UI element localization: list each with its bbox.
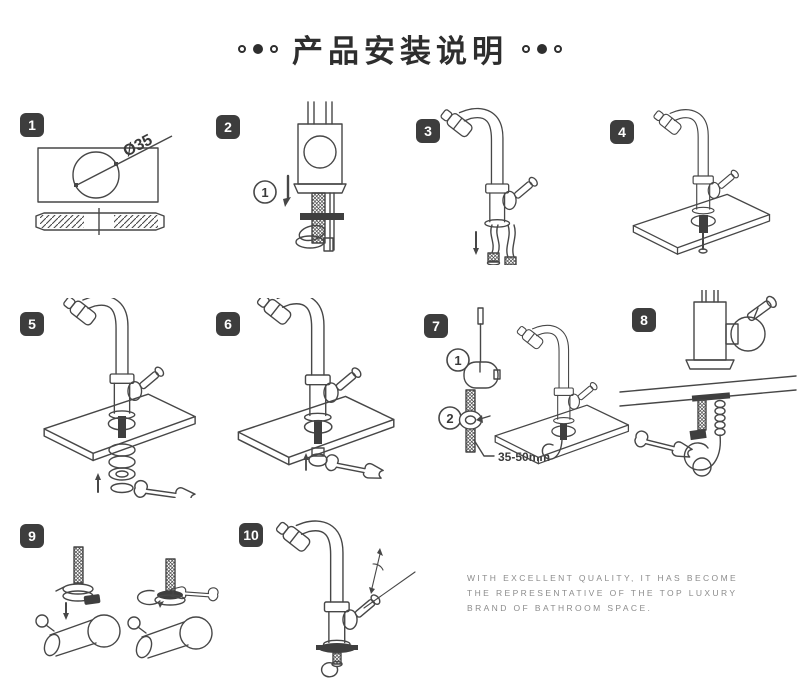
step-9-diagram-angle-valve — [35, 546, 219, 659]
footer-line-1: WITH EXCELLENT QUALITY, IT HAS BECOME — [467, 573, 739, 583]
step-7-badge: 7 — [424, 314, 448, 338]
step-1-diagram-hole-drilling: Ø35 — [35, 132, 173, 235]
footer-tagline: WITH EXCELLENT QUALITY, IT HAS BECOME TH… — [467, 571, 738, 616]
step-3-diagram-faucet-hoses — [438, 106, 540, 265]
decorative-dots-left — [238, 43, 278, 54]
dot-filled-icon — [537, 43, 547, 54]
step-7-diagram-hose-weight: 1 2 35-50mm — [438, 307, 630, 465]
part-1-marker-label: 1 — [261, 185, 268, 200]
step-2-badge: 2 — [216, 115, 240, 139]
step-10-badge: 10 — [239, 523, 263, 547]
step-5-diagram-fixing-hardware — [43, 298, 197, 498]
step-8-badge: 8 — [632, 308, 656, 332]
step-4-badge: 4 — [610, 120, 634, 144]
part-1-marker-label: 1 — [454, 353, 461, 368]
step-2-diagram-shank-assembly: 1 — [253, 101, 347, 252]
dot-filled-icon — [253, 43, 263, 54]
page-title: 产品安装说明 — [292, 34, 508, 69]
step-4-diagram-faucet-on-counter — [632, 107, 771, 255]
step-6-diagram-tighten-nut — [237, 298, 395, 485]
dot-open-icon — [270, 44, 278, 53]
dot-open-icon — [238, 44, 246, 53]
dot-open-icon — [554, 44, 562, 53]
footer-line-2: THE REPRESENTATIVE OF THE TOP LUXURY — [467, 588, 738, 598]
hole-diameter-label: Ø35 — [121, 132, 156, 161]
part-2-marker-label: 2 — [446, 411, 453, 426]
page-header: 产品安装说明 — [0, 26, 800, 71]
step-3-badge: 3 — [416, 119, 440, 143]
step-9-badge: 9 — [20, 524, 44, 548]
part-1-marker-circle — [253, 180, 277, 204]
step-6-badge: 6 — [216, 312, 240, 336]
decorative-dots-right — [522, 43, 562, 54]
footer-line-3: BRAND OF BATHROOM SPACE. — [467, 603, 653, 613]
dot-open-icon — [522, 44, 530, 53]
step-10-diagram-handle-operation — [273, 518, 416, 678]
step-5-badge: 5 — [20, 312, 44, 336]
part-1-marker-circle — [446, 348, 470, 372]
step-8-diagram-under-sink — [619, 290, 797, 477]
step-1-badge: 1 — [20, 113, 44, 137]
